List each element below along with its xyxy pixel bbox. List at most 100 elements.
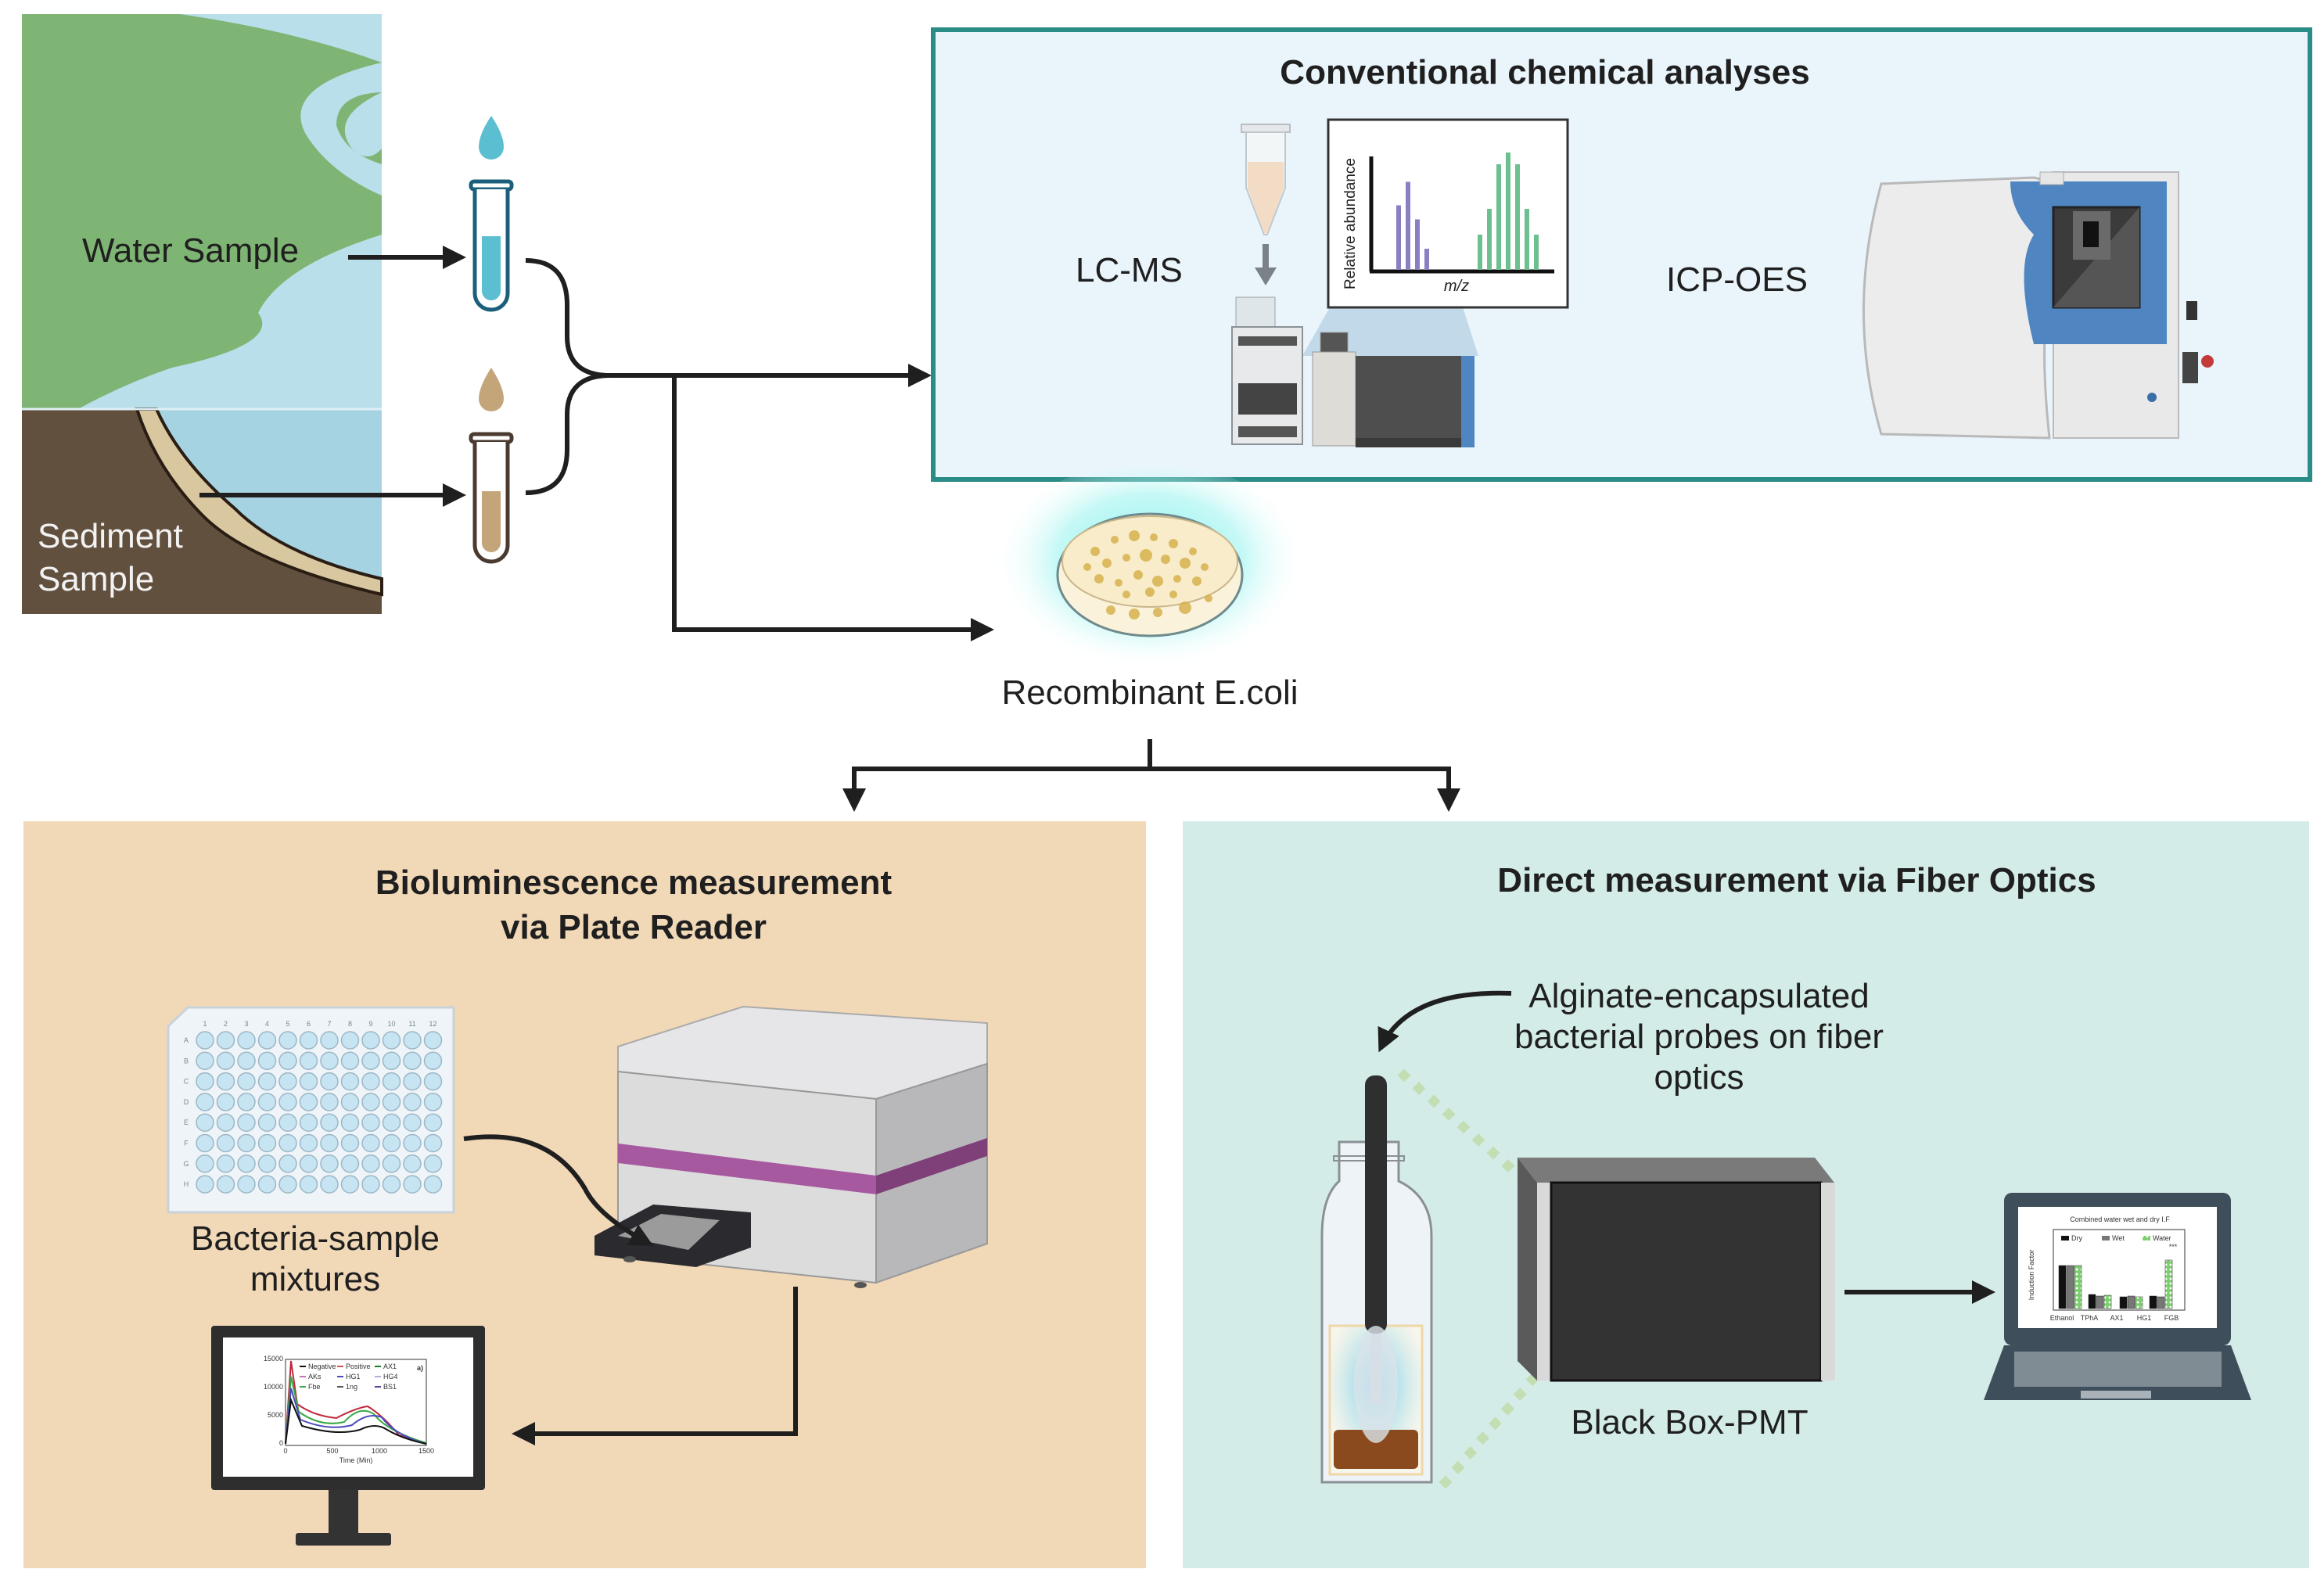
plate-well	[320, 1031, 339, 1050]
plate-well	[299, 1154, 318, 1173]
colony	[1102, 558, 1112, 568]
induction-bar	[2103, 1294, 2112, 1309]
plate-label-2: mixtures	[250, 1260, 380, 1298]
purple-peak-series	[1396, 181, 1429, 270]
legend-entry: Wet	[2112, 1234, 2125, 1242]
legend-entry: Water	[2153, 1234, 2171, 1242]
plate-well	[361, 1175, 380, 1194]
light-path-dot	[1471, 1133, 1485, 1147]
plate-column-label: 9	[368, 1020, 372, 1028]
plate-well	[382, 1175, 401, 1194]
plate-well	[361, 1051, 380, 1071]
water-drop-icon	[479, 116, 504, 160]
spectrum-peak	[1515, 164, 1520, 270]
spectrum-ylabel: Relative abundance	[1342, 158, 1359, 289]
induction-bar	[2058, 1265, 2067, 1309]
colony	[1122, 554, 1130, 562]
fiber-optics-title: Direct measurement via Fiber Optics	[1497, 861, 2096, 899]
light-path-dot	[1476, 1431, 1490, 1445]
sample-vial-icon	[1241, 124, 1291, 285]
plate-well	[278, 1031, 297, 1050]
light-path-dot	[1412, 1082, 1426, 1095]
legend-swatch	[2102, 1236, 2110, 1241]
plate-well	[299, 1031, 318, 1050]
induction-bar	[2066, 1265, 2074, 1309]
induction-bar	[2088, 1294, 2096, 1309]
plate-column-label: 8	[348, 1020, 352, 1028]
plate-well	[423, 1072, 443, 1091]
colony	[1090, 547, 1100, 556]
ecoli-label: Recombinant E.coli	[1001, 673, 1298, 712]
plate-well	[382, 1031, 401, 1050]
fiber-optics-panel: Direct measurement via Fiber Optics Algi…	[1183, 821, 2309, 1568]
plate-column-label: 2	[224, 1020, 228, 1028]
plate-well	[299, 1133, 318, 1153]
plate-well	[403, 1175, 422, 1194]
plate-well	[382, 1093, 401, 1111]
probe-label-3: optics	[1654, 1058, 1744, 1097]
sediment-sample-label-2: Sample	[38, 560, 154, 598]
plate-well	[340, 1154, 360, 1173]
colony	[1161, 555, 1170, 564]
plate-well	[320, 1051, 339, 1071]
light-path-dot	[1464, 1446, 1478, 1460]
plate-well	[403, 1072, 422, 1091]
legend-entry: HG1	[346, 1373, 361, 1381]
colony	[1129, 530, 1140, 541]
plate-well	[361, 1072, 380, 1091]
bacterial-colonies	[1083, 530, 1212, 619]
plate-well	[196, 1133, 214, 1153]
plate-well	[382, 1133, 401, 1153]
plate-well	[299, 1093, 318, 1111]
light-path-dot	[1427, 1094, 1441, 1108]
spectrum-peak	[1506, 153, 1510, 270]
plate-well	[423, 1175, 443, 1194]
sediment-layer	[22, 409, 382, 614]
plate-well	[382, 1154, 401, 1173]
induction-bar	[2119, 1296, 2128, 1309]
plate-well	[237, 1154, 256, 1173]
water-tube-icon	[469, 116, 514, 312]
plate-well	[340, 1072, 360, 1091]
sediment-in-bottle	[1334, 1430, 1418, 1469]
plate-well	[237, 1072, 256, 1091]
black-box-label: Black Box-PMT	[1571, 1403, 1808, 1442]
river-bend	[300, 63, 382, 196]
plate-well	[423, 1051, 443, 1071]
plate-well	[320, 1175, 339, 1194]
load-plate-arrow	[463, 1134, 654, 1246]
spectrum-peak	[1415, 219, 1420, 270]
plate-well	[237, 1133, 256, 1153]
legend-swatch	[2143, 1236, 2150, 1241]
colony	[1145, 587, 1155, 597]
legend-entry: AKs	[308, 1373, 321, 1381]
plate-well	[423, 1031, 443, 1050]
green-peak-series	[1478, 153, 1539, 270]
plate-reader-title-1: Bioluminescence measurement	[375, 864, 893, 902]
plate-well	[216, 1072, 235, 1091]
plate-well	[361, 1113, 380, 1132]
plate-well	[403, 1133, 422, 1153]
plate-well	[196, 1154, 214, 1173]
spectrum-xlabel: m/z	[1444, 278, 1469, 295]
plate-well	[216, 1154, 235, 1173]
light-path-dot	[1501, 1159, 1515, 1172]
plate-well	[423, 1154, 443, 1173]
plate-row-label: F	[184, 1140, 189, 1147]
category-label: FGB	[2164, 1314, 2179, 1322]
plate-column-label: 4	[265, 1020, 269, 1028]
colony	[1083, 563, 1091, 571]
plate-well	[340, 1051, 360, 1071]
plate-well	[278, 1154, 297, 1173]
probe-label-2: bacterial probes on fiber	[1514, 1018, 1884, 1056]
colony	[1115, 579, 1122, 587]
plate-column-label: 5	[286, 1020, 289, 1028]
spectrum-peak	[1487, 209, 1492, 270]
plate-well	[299, 1113, 318, 1132]
legend-entry: HG4	[383, 1373, 398, 1381]
legend-entry: 1ng	[346, 1383, 357, 1391]
black-box-pmt-icon	[1518, 1158, 1835, 1382]
plate-row-label: A	[184, 1036, 189, 1044]
